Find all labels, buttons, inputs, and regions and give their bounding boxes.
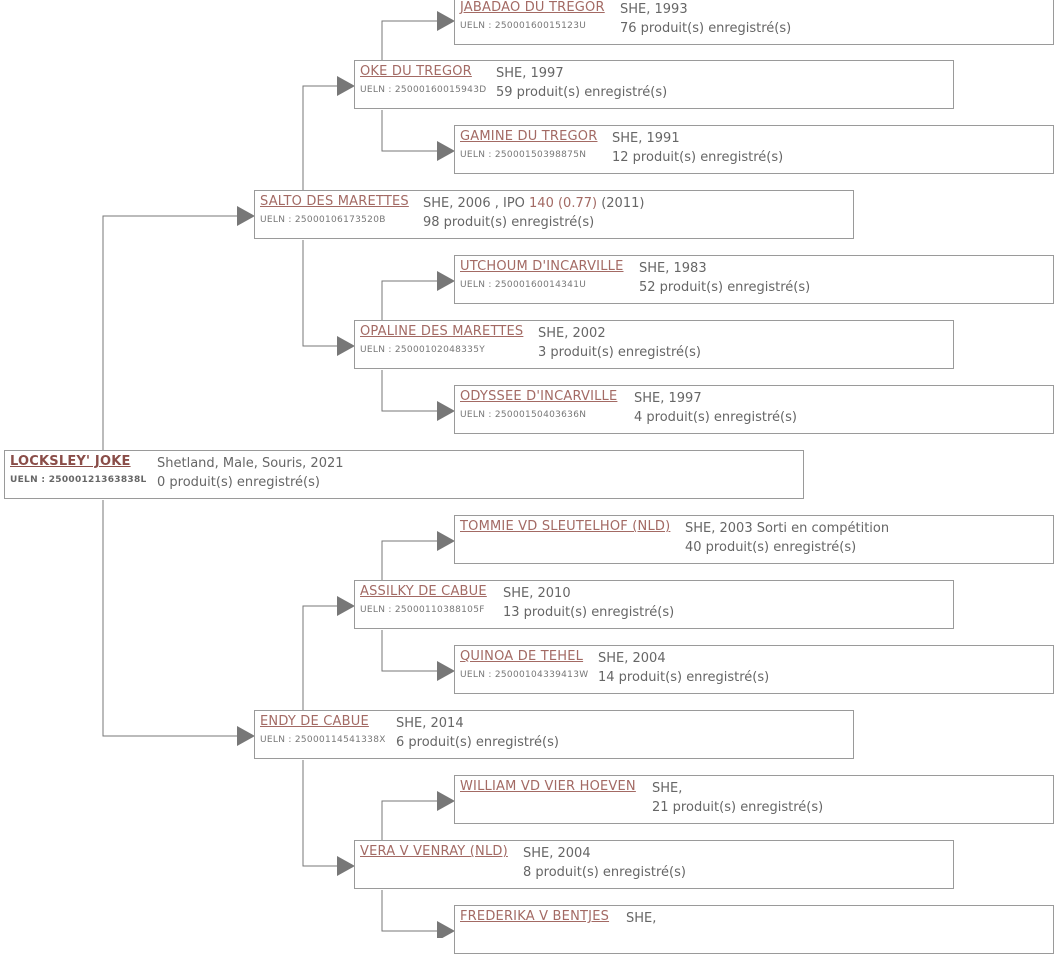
dam-sire-dam-name-link[interactable]: QUINOA DE TEHEL [460,649,584,664]
dam-dam-dam-name-link[interactable]: FREDERIKA V BENTJES [460,909,610,924]
dam-ueln: UELN : 25000114541338X [260,735,386,745]
sire-sire-sire-produits: 76 produit(s) enregistré(s) [620,21,792,36]
sire-sire-ueln: UELN : 25000160015943D [360,85,487,95]
sire-ueln: UELN : 25000106173520B [260,215,386,225]
sire-dam-sire-details: SHE, 1983 [639,261,707,276]
sire-dam-sire-info: SHE, 1983 52 produit(s) enregistré(s) [639,259,810,297]
dam-card: ENDY DE CABUE UELN : 25000114541338X SHE… [254,710,854,759]
sire-dam-info: SHE, 2002 3 produit(s) enregistré(s) [538,324,701,362]
dam-sire-produits: 13 produit(s) enregistré(s) [503,605,675,620]
dam-dam-card: VERA V VENRAY (NLD) SHE, 2004 8 produit(… [354,840,954,889]
dam-produits: 6 produit(s) enregistré(s) [396,735,559,750]
sire-dam-dam-produits: 4 produit(s) enregistré(s) [634,410,797,425]
sire-dam-dam-ueln: UELN : 25000150403636N [460,410,587,420]
dam-sire-dam-card: QUINOA DE TEHEL UELN : 25000104339413W S… [454,645,1054,694]
subject-name-link[interactable]: LOCKSLEY' JOKE [10,454,131,469]
dam-dam-name-link[interactable]: VERA V VENRAY (NLD) [360,844,508,859]
dam-sire-dam-details: SHE, 2004 [598,651,666,666]
sire-sire-details: SHE, 1997 [496,66,564,81]
sire-dam-ueln: UELN : 25000102048335Y [360,345,486,355]
sire-sire-sire-info: SHE, 1993 76 produit(s) enregistré(s) [620,0,791,38]
dam-dam-sire-card: WILLIAM VD VIER HOEVEN SHE, 21 produit(s… [454,775,1054,824]
sire-dam-dam-details: SHE, 1997 [634,391,702,406]
dam-dam-details: SHE, 2004 [523,846,591,861]
subject-details: Shetland, Male, Souris, 2021 [157,456,344,471]
sire-sire-sire-card: JABADAO DU TREGOR UELN : 25000160015123U… [454,0,1054,45]
sire-dam-name-link[interactable]: OPALINE DES MARETTES [360,324,524,339]
sire-dam-dam-card: ODYSSEE D'INCARVILLE UELN : 250001504036… [454,385,1054,434]
sire-dam-sire-card: UTCHOUM D'INCARVILLE UELN : 250001600143… [454,255,1054,304]
sire-sire-name-link[interactable]: OKE DU TREGOR [360,64,472,79]
dam-details: SHE, 2014 [396,716,464,731]
dam-dam-sire-produits: 21 produit(s) enregistré(s) [652,800,824,815]
sire-ipo: 140 (0.77) [529,196,598,211]
sire-dam-details: SHE, 2002 [538,326,606,341]
sire-info: SHE, 2006 , IPO 140 (0.77) (2011) 98 pro… [423,194,644,232]
dam-dam-dam-card: FREDERIKA V BENTJES SHE, [454,905,1054,954]
dam-sire-details: SHE, 2010 [503,586,571,601]
dam-dam-sire-details: SHE, [652,781,683,796]
dam-sire-name-link[interactable]: ASSILKY DE CABUE [360,584,487,599]
sire-details: SHE, 2006 , IPO 140 (0.77) (2011) [423,196,645,211]
sire-dam-dam-name-link[interactable]: ODYSSEE D'INCARVILLE [460,389,618,404]
dam-dam-produits: 8 produit(s) enregistré(s) [523,865,686,880]
sire-sire-sire-details: SHE, 1993 [620,2,688,17]
dam-name-link[interactable]: ENDY DE CABUE [260,714,369,729]
sire-sire-dam-info: SHE, 1991 12 produit(s) enregistré(s) [612,129,783,167]
subject-info: Shetland, Male, Souris, 2021 0 produit(s… [157,454,344,492]
sire-sire-dam-ueln: UELN : 25000150398875N [460,150,587,160]
dam-dam-dam-info: SHE, [626,909,656,928]
sire-sire-card: OKE DU TREGOR UELN : 25000160015943D SHE… [354,60,954,109]
dam-dam-info: SHE, 2004 8 produit(s) enregistré(s) [523,844,686,882]
sire-sire-produits: 59 produit(s) enregistré(s) [496,85,668,100]
dam-info: SHE, 2014 6 produit(s) enregistré(s) [396,714,559,752]
subject-ueln: UELN : 25000121363838L [10,475,147,485]
dam-sire-info: SHE, 2010 13 produit(s) enregistré(s) [503,584,674,622]
dam-dam-sire-name-link[interactable]: WILLIAM VD VIER HOEVEN [460,779,636,794]
sire-sire-dam-name-link[interactable]: GAMINE DU TREGOR [460,129,598,144]
subject-card: LOCKSLEY' JOKE UELN : 25000121363838L Sh… [4,450,804,499]
dam-dam-dam-details: SHE, [626,911,657,926]
dam-dam-sire-info: SHE, 21 produit(s) enregistré(s) [652,779,823,817]
sire-dam-sire-produits: 52 produit(s) enregistré(s) [639,280,811,295]
sire-dam-produits: 3 produit(s) enregistré(s) [538,345,701,360]
dam-sire-dam-info: SHE, 2004 14 produit(s) enregistré(s) [598,649,769,687]
dam-sire-sire-details: SHE, 2003 Sorti en compétition [685,521,890,536]
dam-sire-dam-produits: 14 produit(s) enregistré(s) [598,670,770,685]
sire-sire-dam-produits: 12 produit(s) enregistré(s) [612,150,784,165]
dam-sire-card: ASSILKY DE CABUE UELN : 25000110388105F … [354,580,954,629]
dam-sire-ueln: UELN : 25000110388105F [360,605,485,615]
sire-sire-sire-name-link[interactable]: JABADAO DU TREGOR [460,0,605,15]
dam-sire-sire-produits: 40 produit(s) enregistré(s) [685,540,857,555]
sire-sire-sire-ueln: UELN : 25000160015123U [460,21,587,31]
sire-card: SALTO DES MARETTES UELN : 25000106173520… [254,190,854,239]
sire-sire-dam-details: SHE, 1991 [612,131,680,146]
sire-dam-card: OPALINE DES MARETTES UELN : 250001020483… [354,320,954,369]
dam-sire-sire-name-link[interactable]: TOMMIE VD SLEUTELHOF (NLD) [460,519,671,534]
sire-dam-sire-name-link[interactable]: UTCHOUM D'INCARVILLE [460,259,624,274]
sire-dam-sire-ueln: UELN : 25000160014341U [460,280,587,290]
subject-produits: 0 produit(s) enregistré(s) [157,475,320,490]
dam-sire-sire-info: SHE, 2003 Sorti en compétition 40 produi… [685,519,889,557]
sire-produits: 98 produit(s) enregistré(s) [423,215,595,230]
dam-sire-dam-ueln: UELN : 25000104339413W [460,670,589,680]
sire-dam-dam-info: SHE, 1997 4 produit(s) enregistré(s) [634,389,797,427]
dam-sire-sire-card: TOMMIE VD SLEUTELHOF (NLD) SHE, 2003 Sor… [454,515,1054,564]
sire-sire-info: SHE, 1997 59 produit(s) enregistré(s) [496,64,667,102]
sire-name-link[interactable]: SALTO DES MARETTES [260,194,409,209]
sire-sire-dam-card: GAMINE DU TREGOR UELN : 25000150398875N … [454,125,1054,174]
